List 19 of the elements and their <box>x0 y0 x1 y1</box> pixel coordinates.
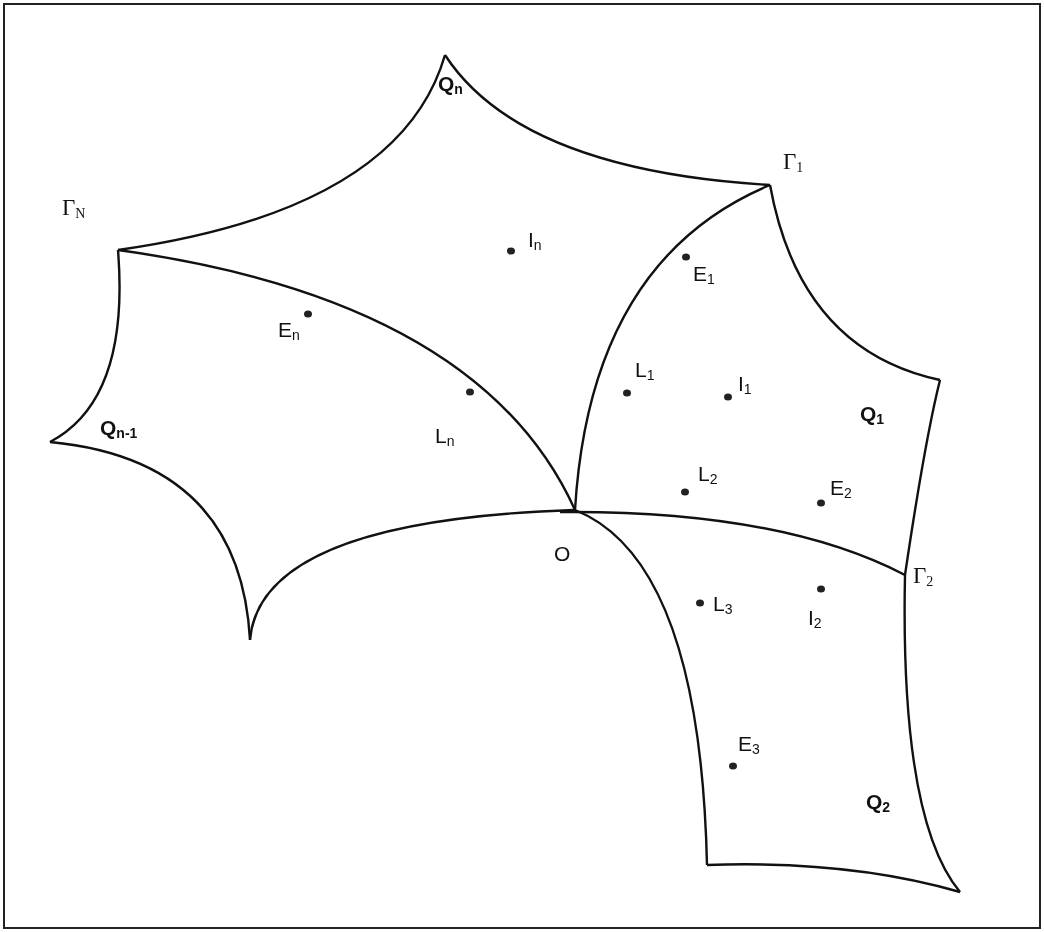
region-label: Q$_{n-1}$ <box>100 416 138 443</box>
region-label: Q$_{2}$ <box>866 790 891 817</box>
point-label: I$_{n}$ <box>528 228 542 255</box>
region-label: Q$_{n}$ <box>438 72 463 99</box>
region-label: Q$_{1}$ <box>860 402 885 429</box>
point-label: E$_{n}$ <box>278 318 300 345</box>
point-label: L$_{n}$ <box>435 424 455 451</box>
point-label: E$_{3}$ <box>738 732 760 759</box>
point-label: I$_{2}$ <box>808 606 822 633</box>
point-label: L$_{2}$ <box>698 462 718 489</box>
point-label: E$_{2}$ <box>830 476 852 503</box>
point-label: L$_{1}$ <box>635 358 655 385</box>
point-label: L$_{3}$ <box>713 592 733 619</box>
vertex-label: O <box>554 542 571 566</box>
vertex-label: Γ$_{2}$ <box>913 564 934 591</box>
vertex-label: Γ$_{N}$ <box>62 196 86 223</box>
point-label: I$_{1}$ <box>738 372 752 399</box>
point-label: E$_{1}$ <box>693 262 715 289</box>
vertex-label: Γ$_{1}$ <box>783 150 804 177</box>
